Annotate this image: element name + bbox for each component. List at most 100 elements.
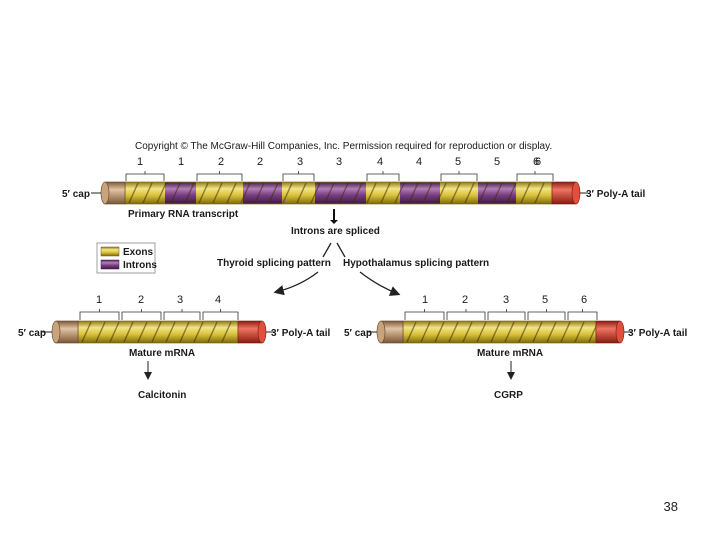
helix-stripe	[366, 182, 377, 204]
exon-bracket	[121, 311, 162, 320]
helix-stripe	[296, 182, 307, 204]
legend-exons-label: Exons	[123, 247, 153, 258]
cap-end	[100, 181, 110, 205]
primary-transcript	[91, 181, 588, 205]
intron-segment	[243, 182, 282, 204]
helix-stripe	[436, 182, 447, 204]
helix-stripe	[184, 182, 195, 204]
helix-stripe	[408, 182, 419, 204]
splice-arrow	[330, 209, 338, 224]
primary-transcript-label: Primary RNA transcript	[128, 209, 239, 220]
exon-number: 4	[416, 156, 422, 168]
legend-exon-swatch	[100, 246, 120, 257]
helix-stripe	[310, 182, 321, 204]
exon-bracket	[516, 173, 554, 181]
helix-stripe	[207, 321, 218, 343]
exon-number: 1	[422, 294, 428, 306]
helix-stripe	[422, 182, 433, 204]
tail-end	[257, 320, 267, 344]
helix-stripe	[504, 321, 515, 343]
exon-number: 1	[96, 294, 102, 306]
exon-number: 5	[494, 156, 500, 168]
helix-stripe	[282, 182, 293, 204]
intron-segment	[165, 182, 196, 204]
helix-stripe	[254, 182, 265, 204]
hypothalamus-product: CGRP	[494, 390, 523, 401]
helix-stripe	[268, 182, 279, 204]
helix-stripe	[462, 321, 473, 343]
tail-end	[615, 320, 625, 344]
thyroid-mature-mrna	[42, 320, 274, 344]
exon-number: 4	[215, 294, 221, 306]
helix-stripe	[520, 182, 531, 204]
helix-stripe	[394, 182, 405, 204]
exon-number: 4	[377, 156, 383, 168]
exon-bracket	[527, 311, 566, 320]
exon-bracket	[366, 173, 400, 181]
thyroid-arrow	[273, 271, 319, 296]
exon-bracket	[440, 173, 478, 181]
exon-bracket	[163, 311, 201, 320]
helix-stripe	[380, 182, 391, 204]
exon-number: 3	[336, 156, 342, 168]
helix-stripe	[492, 182, 503, 204]
helix-stripe	[434, 321, 445, 343]
exon-bracket	[404, 311, 445, 320]
helix-stripe	[338, 182, 349, 204]
helix-stripe	[198, 182, 209, 204]
exon-number: 1	[178, 156, 184, 168]
thyroid-product: Calcitonin	[138, 390, 186, 401]
exon-number: 3	[177, 294, 183, 306]
exon-bracket	[79, 311, 120, 320]
branch-line-right	[336, 242, 346, 258]
helix-stripe	[534, 182, 545, 204]
tail-end	[571, 181, 581, 205]
helix-stripe	[179, 321, 190, 343]
splice-label: Introns are spliced	[291, 226, 380, 237]
thyroid-pattern-label: Thyroid splicing pattern	[217, 258, 331, 269]
helix-stripe	[574, 321, 585, 343]
helix-stripe	[156, 182, 167, 204]
intron-segment	[400, 182, 440, 204]
branch-line-left	[322, 242, 332, 258]
helix-stripe	[151, 321, 162, 343]
exon-number: 6	[533, 156, 539, 168]
primary-cap-label: 5′ cap	[62, 189, 90, 200]
exon-bracket	[202, 311, 239, 320]
exon-number: 3	[503, 294, 509, 306]
helix-stripe	[464, 182, 475, 204]
helix-stripe	[165, 321, 176, 343]
helix-stripe	[95, 321, 106, 343]
exon-number: 5	[455, 156, 461, 168]
helix-stripe	[128, 182, 139, 204]
hypothalamus-tail-label: 3′ Poly-A tail	[628, 328, 687, 339]
helix-stripe	[81, 321, 92, 343]
exon-number: 2	[462, 294, 468, 306]
helix-stripe	[324, 182, 335, 204]
exon-bracket	[282, 173, 315, 181]
helix-stripe	[226, 182, 237, 204]
helix-stripe	[352, 182, 363, 204]
legend-introns-label: Introns	[123, 260, 157, 271]
exon-number: 6	[535, 156, 541, 168]
primary-tail-label: 3′ Poly-A tail	[586, 189, 645, 200]
thyroid-mrna-label: Mature mRNA	[129, 348, 195, 359]
helix-stripe	[221, 321, 232, 343]
thyroid-tail-label: 3′ Poly-A tail	[271, 328, 330, 339]
hypothalamus-cap-label: 5′ cap	[344, 328, 372, 339]
helix-stripe	[170, 182, 181, 204]
exon-number: 3	[297, 156, 303, 168]
exon-bracket	[125, 173, 165, 181]
legend: Exons Introns	[96, 242, 157, 274]
helix-stripe	[546, 321, 557, 343]
exon-number: 2	[257, 156, 263, 168]
cap-end	[51, 320, 61, 344]
helix-stripe	[506, 182, 517, 204]
thyroid-cap-label: 5′ cap	[18, 328, 46, 339]
legend-intron-swatch	[100, 259, 120, 270]
helix-stripe	[137, 321, 148, 343]
hypothalamus-mature-mrna	[367, 320, 632, 344]
